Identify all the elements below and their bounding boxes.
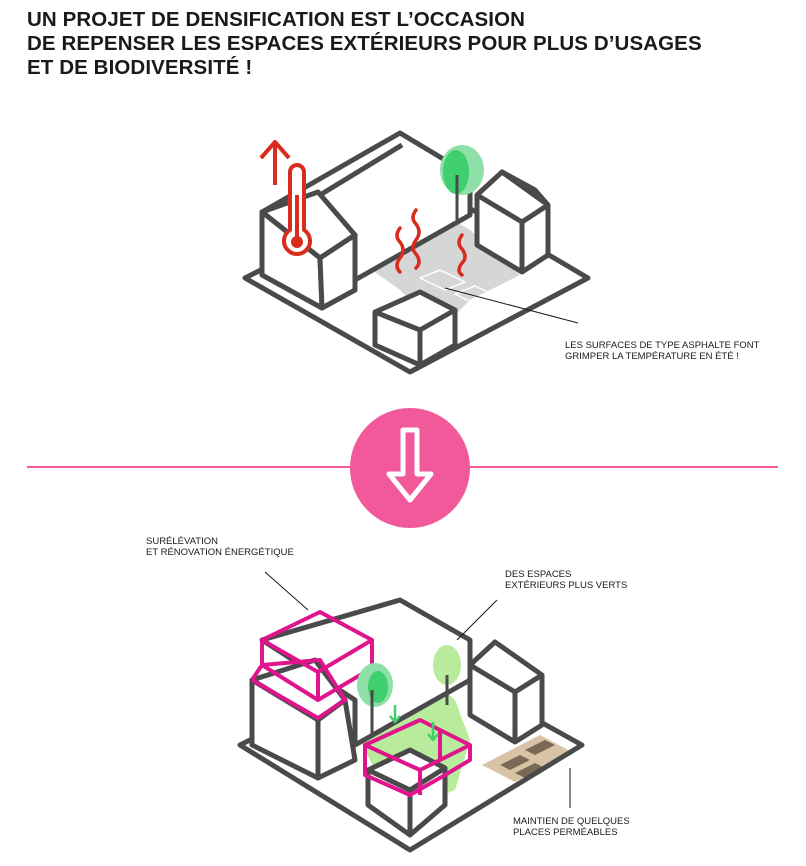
page-title: UN PROJET DE DENSIFICATION EST L’OCCASIO… xyxy=(27,8,702,80)
extension-outline xyxy=(363,718,472,797)
arrow-down-icon xyxy=(386,427,434,503)
annotation-line: MAINTIEN DE QUELQUES xyxy=(513,816,630,827)
annotation-line: LES SURFACES DE TYPE ASPHALTE FONT xyxy=(565,340,760,351)
annotation-leaders xyxy=(264,571,571,808)
annotation-leader xyxy=(444,287,579,324)
title-line-3: ET DE BIODIVERSITÉ ! xyxy=(27,56,253,79)
annotation-line: DES ESPACES xyxy=(505,569,572,580)
transition-circle xyxy=(350,408,470,528)
raised-floor-annotation: SURÉLÉVATION ET RÉNOVATION ÉNERGÉTIQUE xyxy=(146,536,294,558)
annotation-line: PLACES PERMÉABLES xyxy=(513,827,618,838)
before-diagram xyxy=(242,130,591,375)
title-line-1: UN PROJET DE DENSIFICATION EST L’OCCASIO… xyxy=(27,8,526,31)
asphalt-annotation: LES SURFACES DE TYPE ASPHALTE FONT GRIMP… xyxy=(565,340,759,362)
thermometer-icon xyxy=(259,140,312,256)
title-line-2: DE REPENSER LES ESPACES EXTÉRIEURS POUR … xyxy=(27,32,702,55)
annotation-line: EXTÉRIEURS PLUS VERTS xyxy=(505,580,628,591)
greener-spaces-annotation: DES ESPACES EXTÉRIEURS PLUS VERTS xyxy=(505,569,627,591)
annotation-line: SURÉLÉVATION xyxy=(146,536,218,547)
heat-wave-icons xyxy=(395,208,467,277)
annotation-line: ET RÉNOVATION ÉNERGÉTIQUE xyxy=(146,547,294,558)
after-diagram xyxy=(237,571,585,853)
raised-floor-outline xyxy=(250,610,374,720)
arrow-down-small-icons xyxy=(389,705,439,742)
annotation-line: GRIMPER LA TEMPÉRATURE EN ÉTÉ ! xyxy=(565,351,739,362)
permeable-parking-annotation: MAINTIEN DE QUELQUES PLACES PERMÉABLES xyxy=(513,816,630,838)
parking-lines xyxy=(419,269,501,307)
